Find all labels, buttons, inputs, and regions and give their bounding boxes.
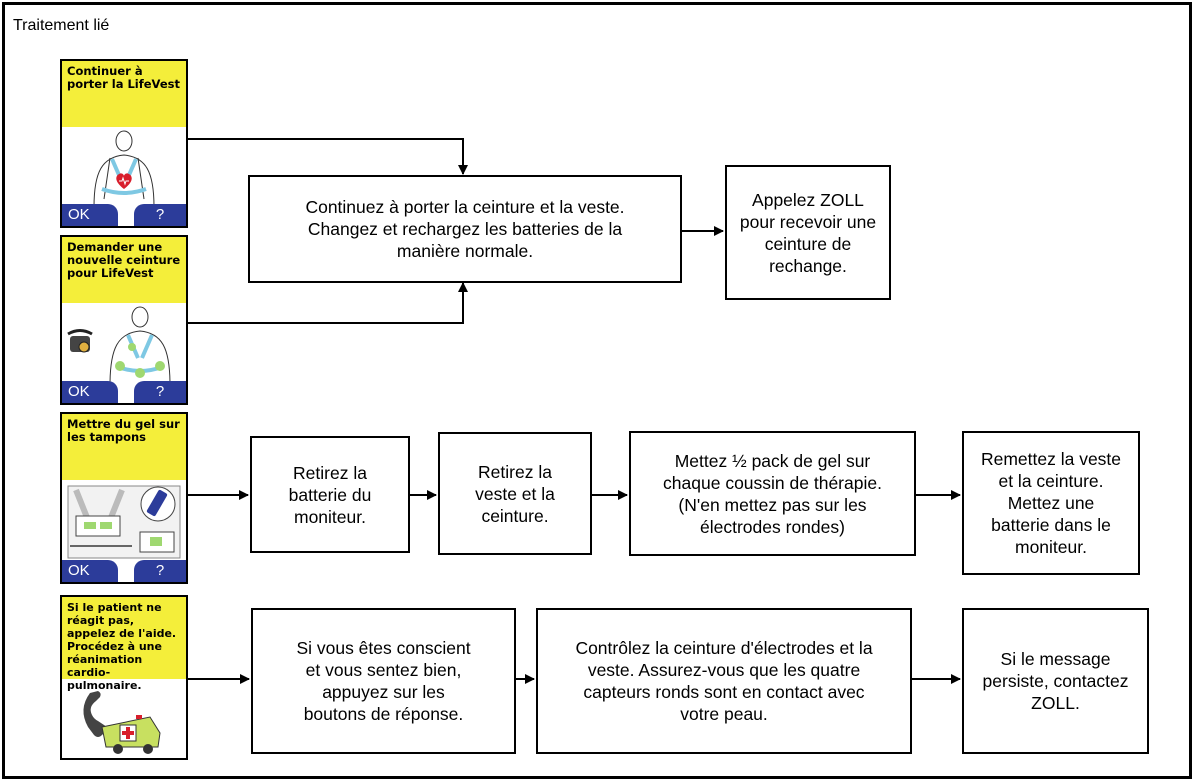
step-continue-wearing: Continuez à porter la ceinture et la ves… [248,175,682,283]
ambulance-phone-icon [62,679,186,758]
screen-unresponsive: Si le patient ne réagit pas, appelez de … [60,595,188,760]
screen-header: Demander une nouvelle ceinture pour Life… [62,237,186,303]
step-if-persists: Si le message persiste, contactez ZOLL. [962,608,1149,754]
person-vest-icon [62,127,186,208]
screen-header: Si le patient ne réagit pas, appelez de … [62,597,186,692]
step-remove-battery: Retirez la batterie du moniteur. [250,436,410,553]
gel-pack-icon [140,486,176,522]
diagram-title: Traitement lié [13,17,110,34]
ok-button[interactable]: OK [62,204,118,226]
screen-header: Continuer à porter la LifeVest [62,61,186,127]
step-check-belt: Contrôlez la ceinture d'électrodes et la… [536,608,912,754]
ok-button[interactable]: OK [62,560,118,582]
connector-layer [186,138,961,684]
heart-icon [116,173,132,189]
screen-continue-lifevest: Continuer à porter la LifeVest OK [60,59,188,228]
screen-header: Mettre du gel sur les tampons [62,414,186,480]
help-button[interactable]: ? [134,560,186,582]
help-button[interactable]: ? [134,204,186,226]
ok-button[interactable]: OK [62,381,118,403]
help-button[interactable]: ? [134,381,186,403]
phone-icon [67,329,93,353]
connector-continue-to-box [186,138,468,175]
screen-apply-gel: Mettre du gel sur les tampons [60,412,188,584]
step-replace-vest: Remettez la veste et la ceinture. Mettez… [962,431,1140,575]
step-call-zoll: Appelez ZOLL pour recevoir une ceinture … [725,165,891,300]
step-apply-gel: Mettez ½ pack de gel sur chaque coussin … [629,431,916,556]
person-vest-icon [109,306,171,386]
connector-newbelt-to-box [186,282,468,324]
step-if-conscious: Si vous êtes conscient et vous sentez bi… [251,608,516,754]
screen-new-belt: Demander une nouvelle ceinture pour Life… [60,235,188,405]
step-remove-vest: Retirez la veste et la ceinture. [438,432,592,555]
